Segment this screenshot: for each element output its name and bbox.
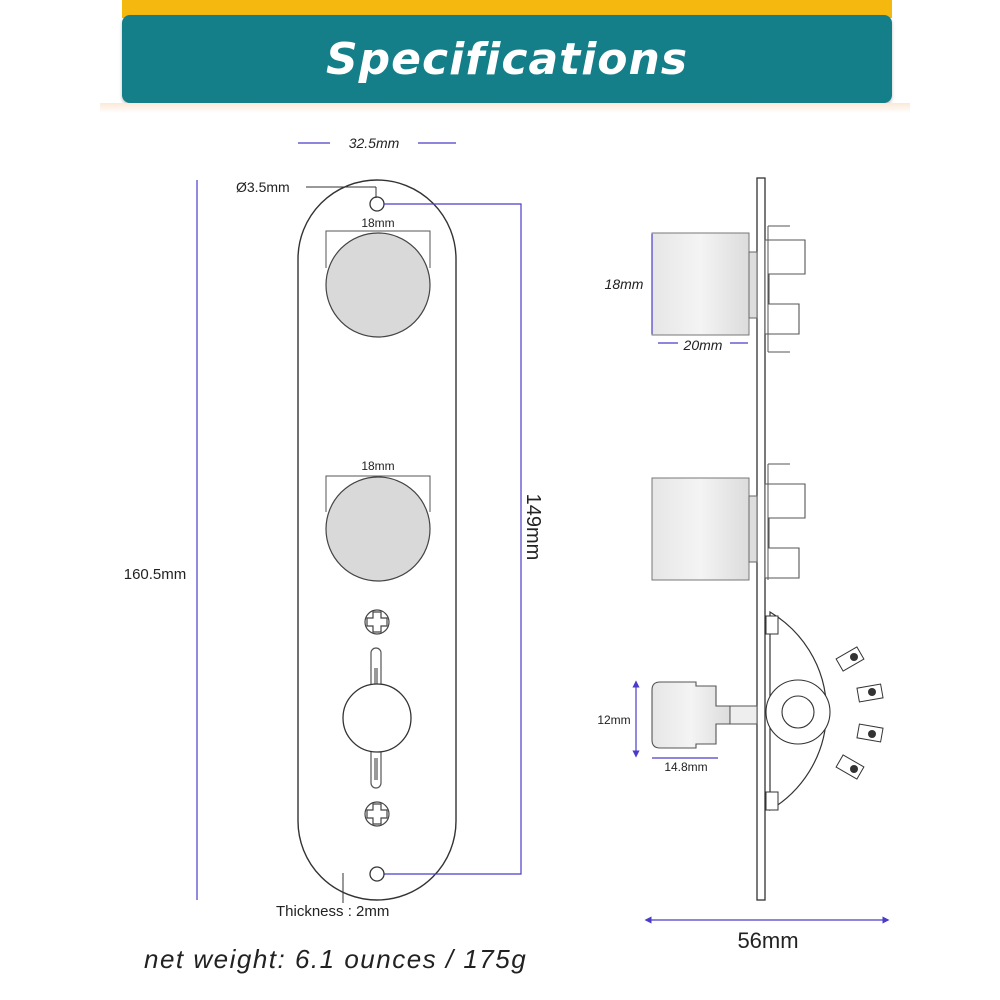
selector-switch-front <box>342 647 412 789</box>
switch-tip-height-label: 12mm <box>597 713 630 727</box>
title-banner: Specifications <box>122 15 892 103</box>
page-title: Specifications <box>325 33 689 85</box>
knob1-width-label: 18mm <box>361 216 394 230</box>
hole-diameter-label: Ø3.5mm <box>236 179 290 195</box>
total-depth-label: 56mm <box>737 928 798 953</box>
top-accent-strip <box>122 0 892 18</box>
screw-icon <box>364 801 390 827</box>
mounting-hole-bottom <box>369 866 385 882</box>
mounting-hole-top <box>369 196 385 212</box>
hole-spacing-label: 149mm <box>522 494 544 561</box>
side-view: 18mm 20mm <box>597 177 890 953</box>
knob-height-label: 18mm <box>605 276 644 292</box>
screw-icon <box>364 609 390 635</box>
plate-edge <box>756 177 766 901</box>
selector-switch-side <box>651 610 884 812</box>
width-label: 32.5mm <box>349 135 400 151</box>
knob2-width-label: 18mm <box>361 459 394 473</box>
front-view: 32.5mm 160.5mm Ø3.5mm 149mm 18mm 1 <box>124 135 544 920</box>
switch-tip-length-label: 14.8mm <box>664 760 707 774</box>
tone-knob-side <box>651 463 806 581</box>
width-dimension: 32.5mm <box>298 135 456 151</box>
volume-knob-front: 18mm <box>325 216 431 338</box>
hole-spacing-dimension: 149mm <box>384 203 544 875</box>
knob-depth-label: 20mm <box>683 337 723 353</box>
net-weight-label: net weight: 6.1 ounces / 175g <box>144 944 527 974</box>
length-label: 160.5mm <box>124 566 187 583</box>
tone-knob-front: 18mm <box>325 459 431 582</box>
banner-shadow-strip <box>100 103 910 113</box>
thickness-label: Thickness : 2mm <box>276 903 389 920</box>
length-dimension: 160.5mm <box>124 180 198 900</box>
volume-knob-side <box>651 225 806 353</box>
